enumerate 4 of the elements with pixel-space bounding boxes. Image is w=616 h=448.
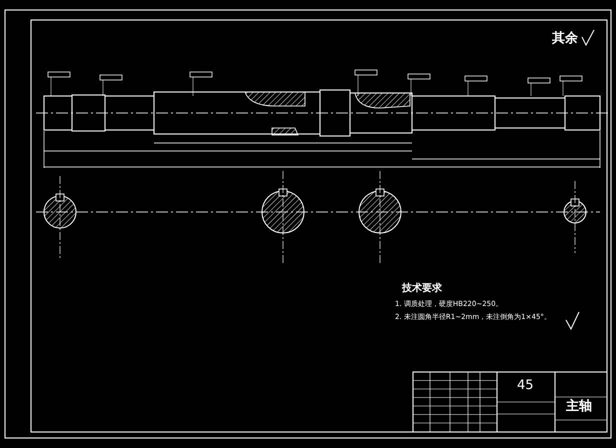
material-text: 45 <box>517 379 534 394</box>
note-text: 其余 <box>552 32 578 46</box>
heading: 技术要求 <box>402 283 442 294</box>
part-name: 主轴 <box>566 400 592 414</box>
